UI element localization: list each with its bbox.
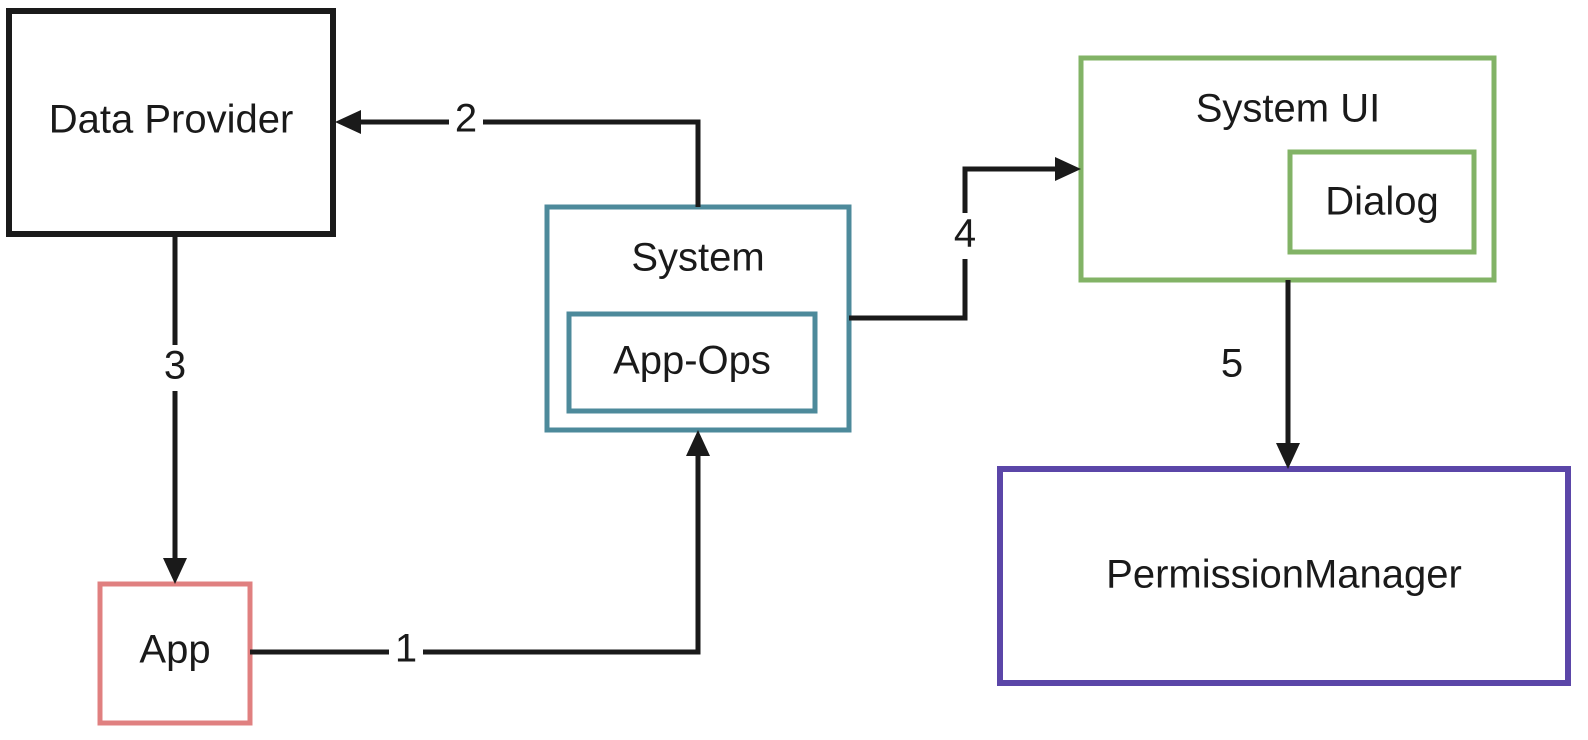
edge-2-line bbox=[345, 119, 701, 207]
node-data-provider-box[interactable] bbox=[6, 8, 336, 237]
edge-5-label-bg bbox=[1215, 343, 1249, 389]
node-permission-manager[interactable]: PermissionManager bbox=[997, 466, 1571, 686]
node-dialog-box[interactable] bbox=[1287, 149, 1477, 255]
edge-5: 5 bbox=[1215, 280, 1300, 469]
edge-2-arrowhead-icon bbox=[335, 110, 361, 134]
edge-4-arrowhead-icon bbox=[1055, 157, 1081, 181]
edge-3-arrowhead-icon bbox=[163, 558, 187, 584]
edge-5-arrowhead-icon bbox=[1276, 443, 1300, 469]
node-dialog[interactable]: Dialog bbox=[1287, 149, 1477, 255]
node-app-ops-box[interactable] bbox=[566, 311, 818, 414]
edge-4: 4 bbox=[849, 157, 1081, 321]
node-permission-manager-label: PermissionManager bbox=[1106, 553, 1462, 597]
node-app[interactable]: App bbox=[97, 581, 253, 726]
node-permission-manager-box[interactable] bbox=[997, 466, 1571, 686]
edge-3-label: 3 bbox=[164, 344, 186, 388]
node-system-label: System bbox=[631, 236, 764, 280]
edge-4-label-bg bbox=[948, 213, 982, 259]
node-data-provider-label: Data Provider bbox=[49, 98, 294, 142]
edge-3: 3 bbox=[158, 234, 192, 584]
edge-5-label: 5 bbox=[1221, 342, 1243, 386]
node-dialog-label: Dialog bbox=[1325, 180, 1438, 224]
edge-1-arrowhead-icon bbox=[686, 430, 710, 456]
edge-3-label-bg bbox=[158, 345, 192, 391]
edge-1-label-bg bbox=[389, 628, 423, 674]
node-system-ui-label: System UI bbox=[1196, 87, 1380, 131]
node-data-provider[interactable]: Data Provider bbox=[6, 8, 336, 237]
edge-1: 1 bbox=[250, 430, 710, 674]
node-app-ops-label: App-Ops bbox=[613, 339, 771, 383]
edge-4-label: 4 bbox=[954, 212, 976, 256]
edge-2-label: 2 bbox=[455, 97, 477, 141]
edge-1-label: 1 bbox=[395, 627, 417, 671]
node-app-box[interactable] bbox=[97, 581, 253, 726]
node-app-ops[interactable]: App-Ops bbox=[566, 311, 818, 414]
edge-1-line bbox=[250, 440, 701, 655]
edge-2-label-bg bbox=[449, 98, 483, 144]
edge-2: 2 bbox=[335, 97, 701, 207]
node-app-label: App bbox=[139, 628, 210, 672]
